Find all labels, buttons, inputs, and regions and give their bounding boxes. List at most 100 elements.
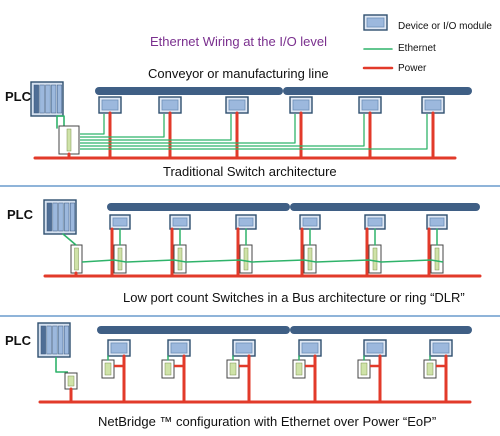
rail-right-p1 — [283, 87, 472, 95]
switch-plc-p2 — [70, 244, 83, 274]
bus-ethernet-chain-p2 — [81, 259, 444, 263]
plc-link-p2 — [62, 233, 77, 246]
caption-netbridge-eop: NetBridge ™ configuration with Ethernet … — [98, 414, 437, 429]
device-p3-screen — [432, 342, 450, 354]
ethernet-home-run-p1 — [80, 114, 232, 141]
legend-device-icon-screen — [366, 17, 385, 28]
switch-p2-ports — [434, 247, 440, 271]
rail-left-p1 — [95, 87, 283, 95]
switch-p2 — [173, 244, 187, 274]
switch-p2 — [303, 244, 317, 274]
plc-rack-p3-slot — [58, 325, 64, 355]
device-p1-screen — [228, 99, 246, 111]
device-p3 — [363, 339, 387, 357]
netbridge-port-p3 — [104, 362, 112, 376]
plc-label-3: PLC — [5, 333, 31, 348]
plc-rack-p1-slot — [45, 84, 51, 114]
plc-rack-p2-slot — [52, 202, 58, 232]
plc-rack-p2-slot — [58, 202, 64, 232]
plc-label-2: PLC — [7, 207, 33, 222]
device-p2-screen — [302, 217, 318, 227]
plc-rack-p1-slot — [39, 84, 45, 114]
switch-central-p1-ports — [66, 128, 72, 152]
legend-device-icon — [363, 14, 388, 31]
plc-rack-p2-slot — [69, 202, 76, 232]
device-p2-screen — [172, 217, 188, 227]
switch-plc-p2-ports — [74, 247, 79, 271]
device-p2 — [235, 214, 257, 230]
device-p3 — [107, 339, 131, 357]
rail-right-p2 — [290, 203, 480, 211]
switch-p2-ports — [177, 247, 183, 271]
plc-rack-p1 — [30, 81, 64, 117]
device-p1 — [358, 96, 382, 114]
device-p2 — [364, 214, 386, 230]
netbridge-port-p3 — [360, 362, 368, 376]
device-p1 — [289, 96, 313, 114]
legend-power-label: Power — [398, 63, 427, 74]
ethernet-home-run-p1 — [80, 114, 105, 135]
plc-rack-p1-slot — [51, 84, 57, 114]
plc-label-1: PLC — [5, 89, 31, 104]
plc-rack-p3-slot — [40, 325, 46, 355]
netbridge-port-p3 — [164, 362, 172, 376]
device-p3 — [167, 339, 191, 357]
legend-ethernet-label: Ethernet — [398, 43, 436, 54]
rail-right-p3 — [290, 326, 472, 334]
switch-p2 — [368, 244, 382, 274]
caption-bus-ring-dlr: Low port count Switches in a Bus archite… — [123, 290, 465, 305]
diagram-title: Ethernet Wiring at the I/O level — [150, 34, 328, 49]
device-p2 — [169, 214, 191, 230]
device-p3-screen — [301, 342, 319, 354]
device-p1 — [421, 96, 445, 114]
device-p2-screen — [429, 217, 445, 227]
device-p3-screen — [235, 342, 253, 354]
plc-rack-p3-slot — [63, 325, 70, 355]
device-p3-screen — [170, 342, 188, 354]
caption-traditional-switch: Traditional Switch architecture — [163, 164, 337, 179]
plc-rack-p1-slot — [56, 84, 63, 114]
device-p1-screen — [361, 99, 379, 111]
ethernet-home-run-p1 — [80, 114, 296, 144]
device-p2-screen — [238, 217, 254, 227]
device-p2 — [299, 214, 321, 230]
switch-central-p1 — [58, 125, 80, 155]
plc-link-p3 — [55, 357, 68, 373]
plc-rack-p3-slot — [46, 325, 52, 355]
switch-p2 — [239, 244, 253, 274]
device-p2-screen — [112, 217, 128, 227]
switch-p2-ports — [307, 247, 313, 271]
device-p3-screen — [366, 342, 384, 354]
device-p2 — [426, 214, 448, 230]
device-p3-screen — [110, 342, 128, 354]
device-p1-screen — [161, 99, 179, 111]
switch-p2 — [113, 244, 127, 274]
ethernet-home-run-p1 — [80, 114, 365, 147]
ethernet-home-run-p1 — [80, 114, 165, 138]
plc-rack-p3-slot — [52, 325, 58, 355]
device-p3 — [232, 339, 256, 357]
switch-p2 — [430, 244, 444, 274]
plc-rack-p1-slot — [33, 84, 39, 114]
netbridge-port-p3 — [295, 362, 303, 376]
device-p2 — [109, 214, 131, 230]
rail-left-p2 — [107, 203, 290, 211]
conveyor-line-label: Conveyor or manufacturing line — [148, 66, 329, 81]
plc-rack-p2-slot — [46, 202, 52, 232]
device-p1-screen — [101, 99, 119, 111]
netbridge-plc-port-p3 — [67, 375, 75, 387]
device-p1-screen — [424, 99, 442, 111]
device-p3 — [429, 339, 453, 357]
plc-rack-p2-slot — [64, 202, 70, 232]
device-p2-screen — [367, 217, 383, 227]
device-p3 — [298, 339, 322, 357]
plc-link-p1 — [57, 115, 65, 128]
rail-left-p3 — [97, 326, 290, 334]
switch-p2-ports — [117, 247, 123, 271]
device-p1-screen — [292, 99, 310, 111]
plc-rack-p2 — [43, 199, 77, 235]
device-p1 — [158, 96, 182, 114]
netbridge-port-p3 — [426, 362, 434, 376]
